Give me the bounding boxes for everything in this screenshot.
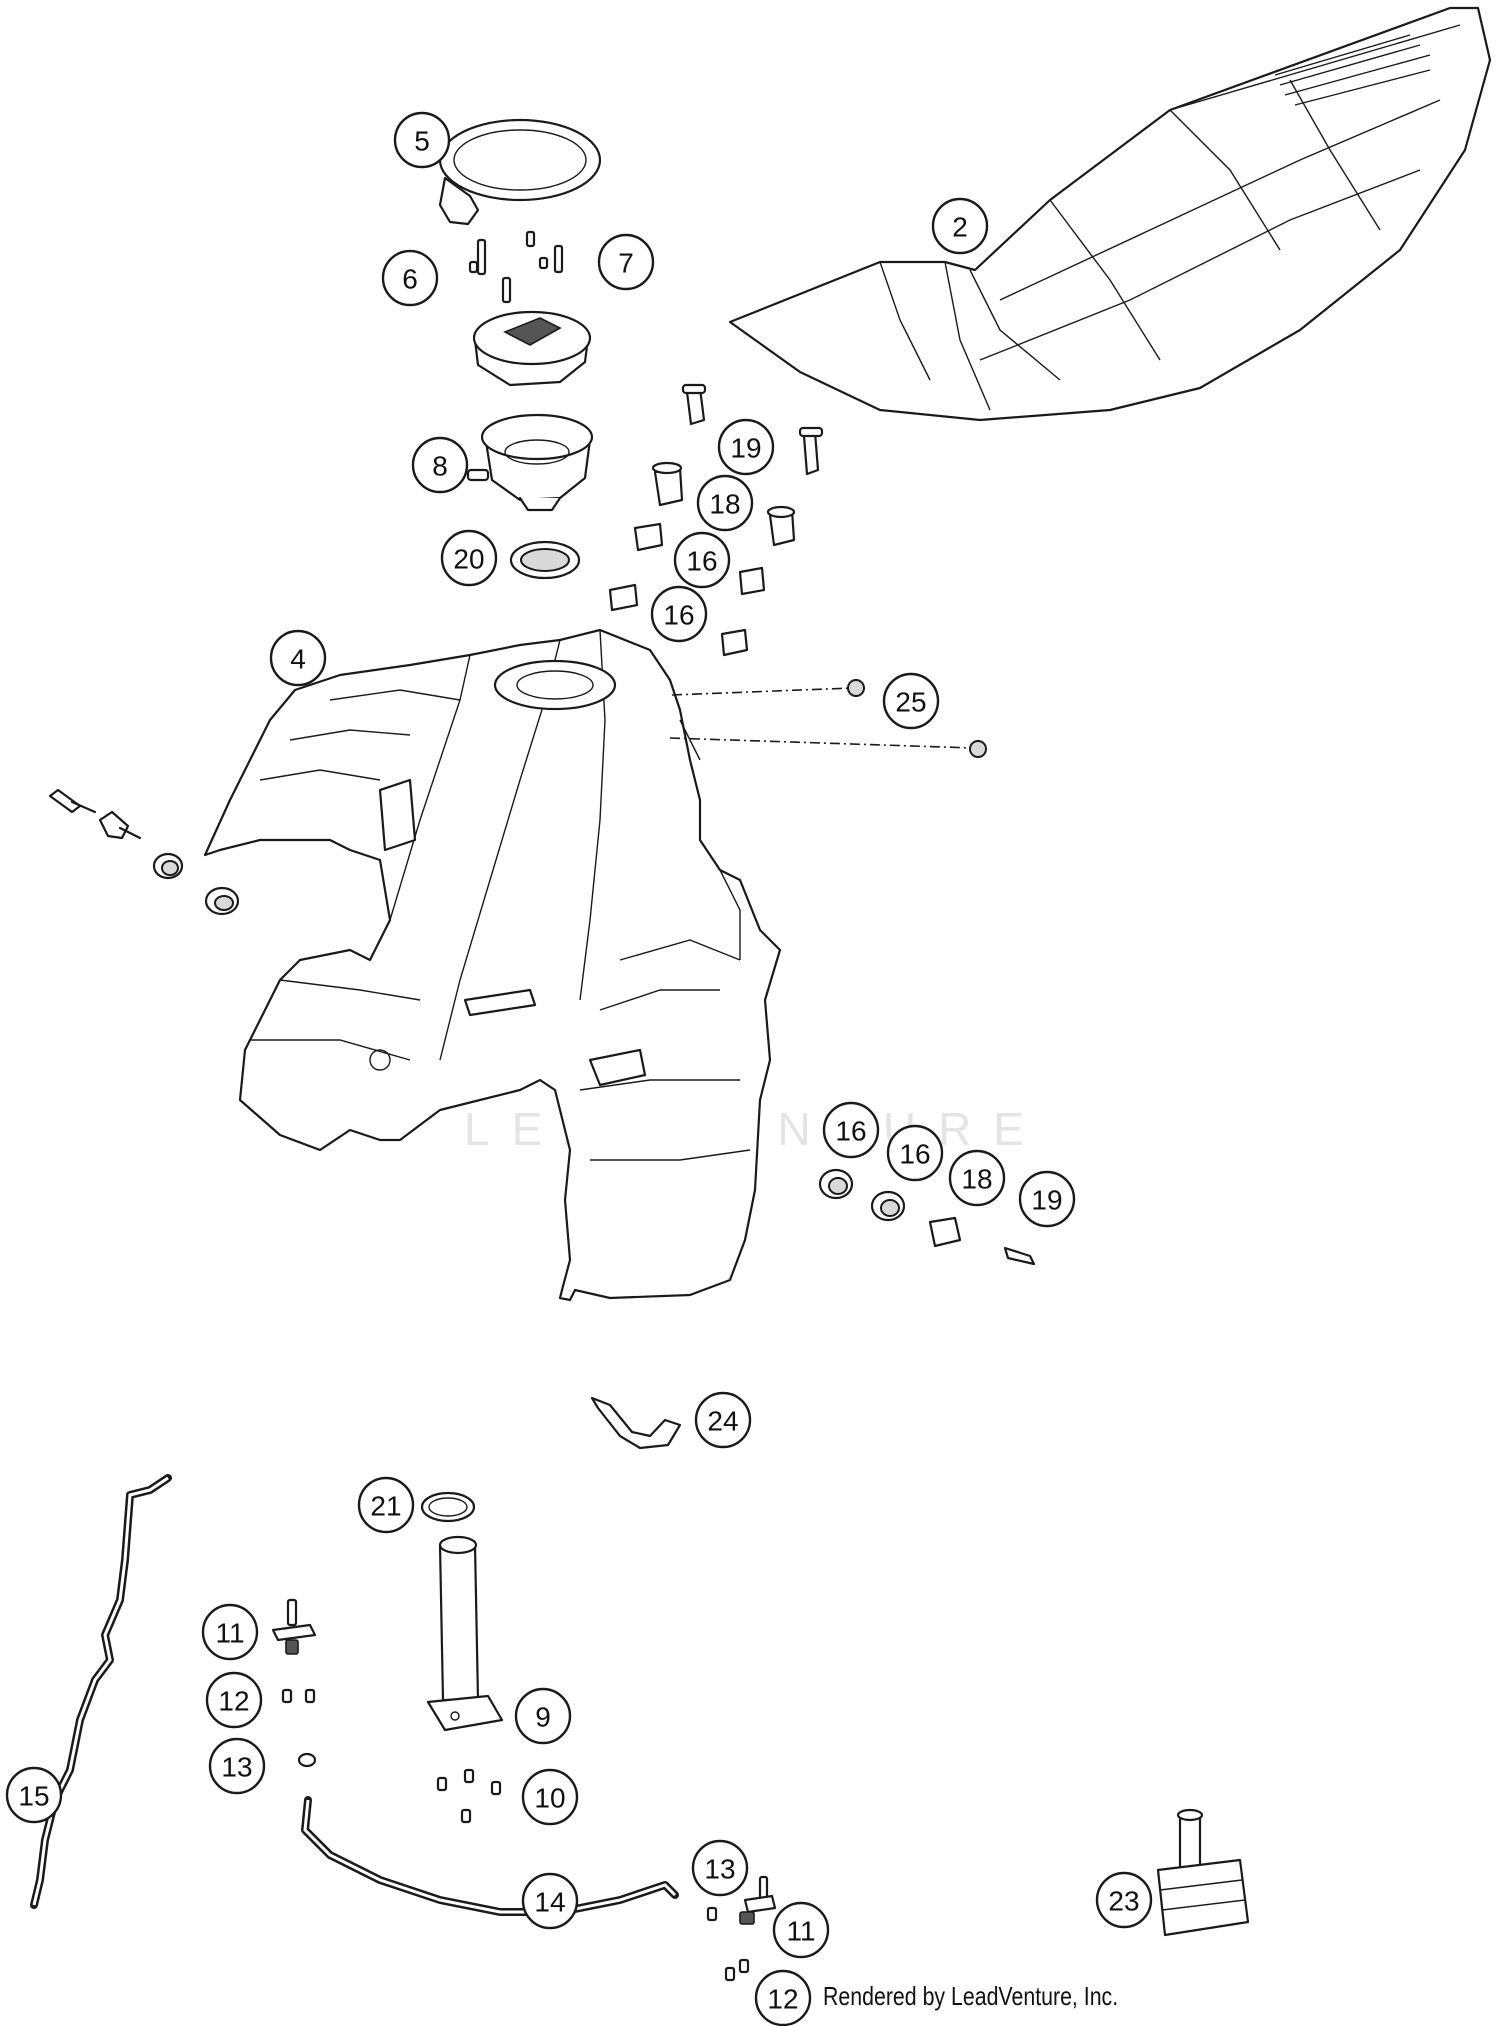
callout-13: 13 [691, 1839, 749, 1897]
callout-number: 13 [221, 1752, 252, 1783]
callout-25: 25 [882, 672, 940, 730]
fuel-pump [426, 1535, 504, 1732]
seat-mount-hardware [608, 383, 824, 657]
callout-number: 12 [767, 1984, 798, 2015]
callout-24: 24 [694, 1391, 752, 1449]
filter [1156, 1808, 1250, 1937]
tank-mount-right-hardware [818, 1168, 1036, 1266]
nut [847, 679, 865, 697]
callout-number: 24 [707, 1406, 738, 1437]
callout-4: 4 [269, 629, 327, 687]
bracket [590, 1396, 682, 1450]
breather-hose [30, 1474, 172, 1909]
gasket [509, 540, 581, 580]
callout-8: 8 [411, 436, 469, 494]
callout-number: 8 [432, 451, 448, 482]
callout-number: 16 [663, 600, 694, 631]
screws [468, 230, 564, 304]
fuel-tank [203, 628, 782, 1302]
leader-line [671, 687, 853, 696]
callout-number: 16 [686, 546, 717, 577]
pump-screws [436, 1768, 502, 1824]
callout-19: 19 [717, 418, 775, 476]
fuel-line [301, 1796, 679, 1916]
callout-16: 16 [650, 585, 708, 643]
callout-9: 9 [514, 1687, 572, 1745]
callout-16: 16 [673, 531, 731, 589]
callout-number: 19 [1031, 1185, 1062, 1216]
callout-number: 7 [618, 248, 634, 279]
callout-number: 9 [535, 1702, 551, 1733]
callout-16: 16 [822, 1101, 880, 1159]
callout-number: 6 [402, 264, 418, 295]
callout-16: 16 [886, 1124, 944, 1182]
callout-number: 20 [453, 544, 484, 575]
callout-number: 14 [534, 1887, 565, 1918]
filler-cap-ring [438, 118, 602, 226]
callout-11: 11 [201, 1603, 259, 1661]
callout-2: 2 [931, 197, 989, 255]
seat [728, 6, 1492, 422]
callout-number: 23 [1108, 1886, 1139, 1917]
callout-13: 13 [208, 1737, 266, 1795]
tank-mount-left-hardware [48, 788, 240, 916]
filler-neck [466, 413, 594, 512]
callout-number: 13 [704, 1854, 735, 1885]
callout-number: 12 [218, 1686, 249, 1717]
callout-23: 23 [1095, 1871, 1153, 1929]
callout-number: 10 [534, 1783, 565, 1814]
breather-hose-inner [32, 1476, 169, 1906]
o-ring [420, 1491, 476, 1523]
callout-number: 18 [709, 489, 740, 520]
callout-7: 7 [597, 233, 655, 291]
callout-number: 18 [961, 1164, 992, 1195]
render-credit: Rendered by LeadVenture, Inc. [823, 1981, 1119, 2011]
callout-11: 11 [772, 1901, 830, 1959]
callout-number: 19 [730, 433, 761, 464]
callout-number: 15 [18, 1781, 49, 1812]
nut [969, 740, 987, 758]
callout-number: 11 [786, 1916, 815, 1947]
filler-cap [472, 310, 592, 387]
callout-6: 6 [381, 249, 439, 307]
connector-valve [271, 1598, 317, 1655]
fittings [281, 1688, 317, 1768]
callout-5: 5 [393, 111, 451, 169]
callout-20: 20 [440, 529, 498, 587]
callout-18: 18 [696, 474, 754, 532]
callout-10: 10 [521, 1768, 579, 1826]
callout-14: 14 [521, 1872, 579, 1930]
callout-number: 4 [290, 644, 306, 675]
callout-19: 19 [1018, 1170, 1076, 1228]
callout-number: 21 [370, 1491, 401, 1522]
callout-12: 12 [205, 1671, 263, 1729]
leader-line [669, 737, 974, 749]
fuel-line-inner [303, 1799, 677, 1914]
callout-12: 12 [754, 1969, 812, 2026]
callout-number: 25 [895, 687, 926, 718]
callout-number: 2 [952, 212, 968, 243]
connector-valve-right [706, 1875, 777, 1982]
callout-15: 15 [5, 1766, 63, 1824]
callout-number: 11 [215, 1618, 244, 1649]
callout-21: 21 [357, 1476, 415, 1534]
callout-number: 16 [835, 1116, 866, 1147]
callout-number: 16 [899, 1139, 930, 1170]
callout-number: 5 [414, 126, 430, 157]
callout-18: 18 [948, 1149, 1006, 1207]
callout-labels: 2456781918161620251616181924211112139101… [5, 111, 1153, 2026]
